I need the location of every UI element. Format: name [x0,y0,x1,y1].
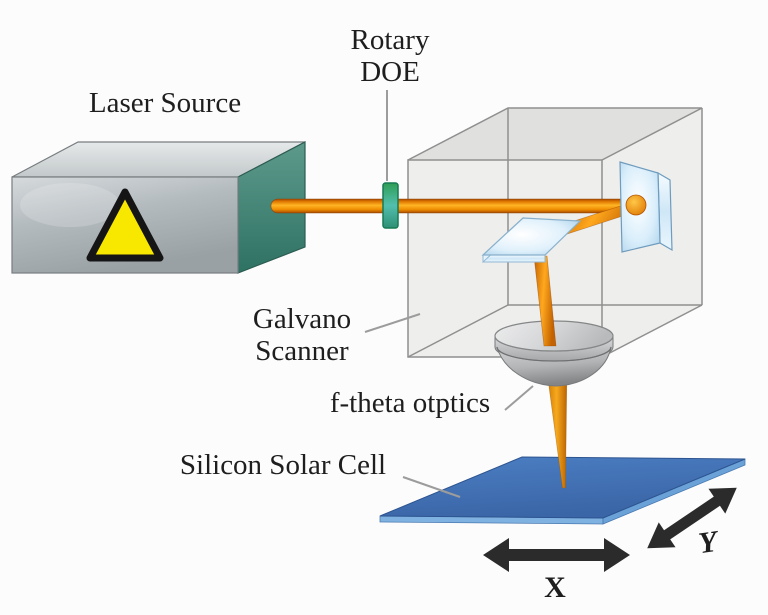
laser-source-label: Laser Source [88,87,242,119]
laser-source-box [11,141,306,274]
pointer-lines [364,90,534,498]
rotary-doe-label-line1: Rotary [350,24,430,56]
silicon-solar-cell-label: Silicon Solar Cell [179,449,387,481]
rotary-doe-label: Rotary DOE [351,24,430,88]
x-axis-arrow [483,538,630,572]
f-theta-optics-label: f-theta otptics [329,387,491,419]
y-axis-arrow [647,487,737,549]
rotary-doe-label-line2: DOE [360,56,420,88]
galvano-scanner-label: Galvano Scanner [253,303,351,367]
solar-cell-pointer-line [402,476,461,498]
warning-triangle-icon [86,188,164,262]
f-theta-pointer-line [504,385,534,411]
scanner-mirror-x [619,161,673,253]
galvano-pointer-line [364,313,421,333]
rotary-doe-element [382,182,399,229]
scanner-mirror-y [481,216,582,264]
galvano-scanner-label-line2: Scanner [255,335,349,367]
galvano-scanner-label-line1: Galvano [252,303,352,335]
laser-beam-horizontal [270,198,642,214]
beam-spot-on-mirror [625,194,647,216]
x-axis-label: X [544,571,566,604]
